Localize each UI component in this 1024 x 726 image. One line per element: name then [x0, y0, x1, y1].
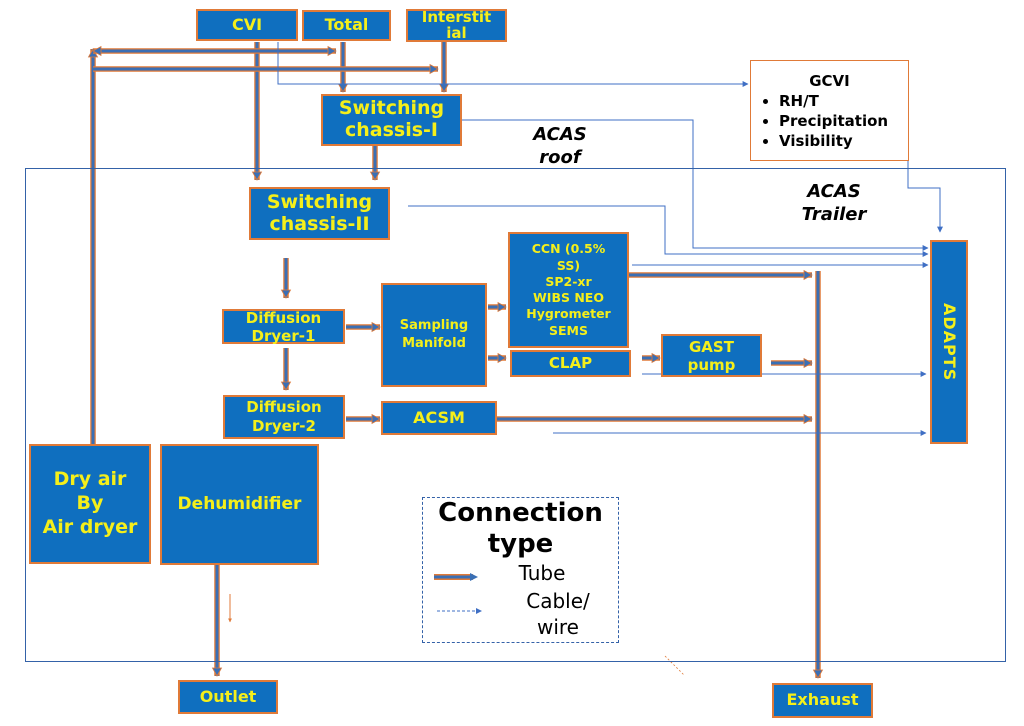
- legend-swatches: [434, 573, 482, 614]
- legend-cable-label: Cable/wire: [526, 589, 590, 639]
- tube-manifold-to-clap: [488, 352, 507, 364]
- decorative-marks: [228, 594, 685, 676]
- cable-cvi-to-gcvi: [277, 42, 749, 87]
- tube-acsm-to-exhaust: [497, 413, 813, 425]
- cable-switching-2-to-adapts: [408, 205, 929, 257]
- tube-manifold-to-instruments: [488, 301, 507, 313]
- gcvi-item-rh-t: RH/T: [779, 91, 908, 111]
- stray-dashed-mark: [664, 655, 685, 676]
- tube-dryer-1-to-dryer-2: [280, 348, 292, 391]
- tube-exhaust-line: [812, 271, 824, 679]
- tube-connections: [87, 42, 824, 679]
- gcvi-title: GCVI: [809, 72, 850, 90]
- gcvi-item-visibility: Visibility: [779, 131, 908, 151]
- acsm-instrument: ACSM: [381, 401, 497, 435]
- dehumidifier: Dehumidifier: [160, 444, 319, 565]
- tube-switching-2-to-dryer-1: [280, 258, 292, 299]
- tube-switching-1-to-2: [369, 146, 381, 181]
- gcvi-info-box: GCVI RH/T Precipitation Visibility: [750, 60, 909, 161]
- tube-dryer-1-to-manifold: [346, 321, 381, 333]
- cable-switching-1-to-adapts: [462, 119, 929, 251]
- tube-gast-out: [771, 357, 813, 369]
- exhaust-port: Exhaust: [772, 683, 873, 718]
- clap-instrument: CLAP: [510, 350, 631, 377]
- cable-gcvi-to-adapts: [907, 161, 943, 233]
- total-inlet: Total: [302, 10, 391, 41]
- tube-cvi-to-switching-2: [251, 42, 263, 181]
- legend-tube-label: Tube: [518, 561, 566, 585]
- gcvi-item-precipitation: Precipitation: [779, 111, 908, 131]
- tube-dry-air-to-total: [92, 45, 337, 57]
- tube-dehumidifier-to-outlet: [211, 564, 223, 677]
- cvi-inlet: CVI: [196, 9, 298, 41]
- tube-clap-to-gast: [642, 352, 661, 364]
- outlet-port: Outlet: [178, 680, 278, 714]
- adapts-system: ADAPTS: [930, 240, 968, 444]
- tube-instruments-to-exhaust: [629, 269, 813, 281]
- tube-dryer-2-to-acsm: [346, 413, 381, 425]
- acas-trailer-region: [25, 168, 1006, 662]
- tube-dry-air-to-interstitial: [93, 63, 439, 75]
